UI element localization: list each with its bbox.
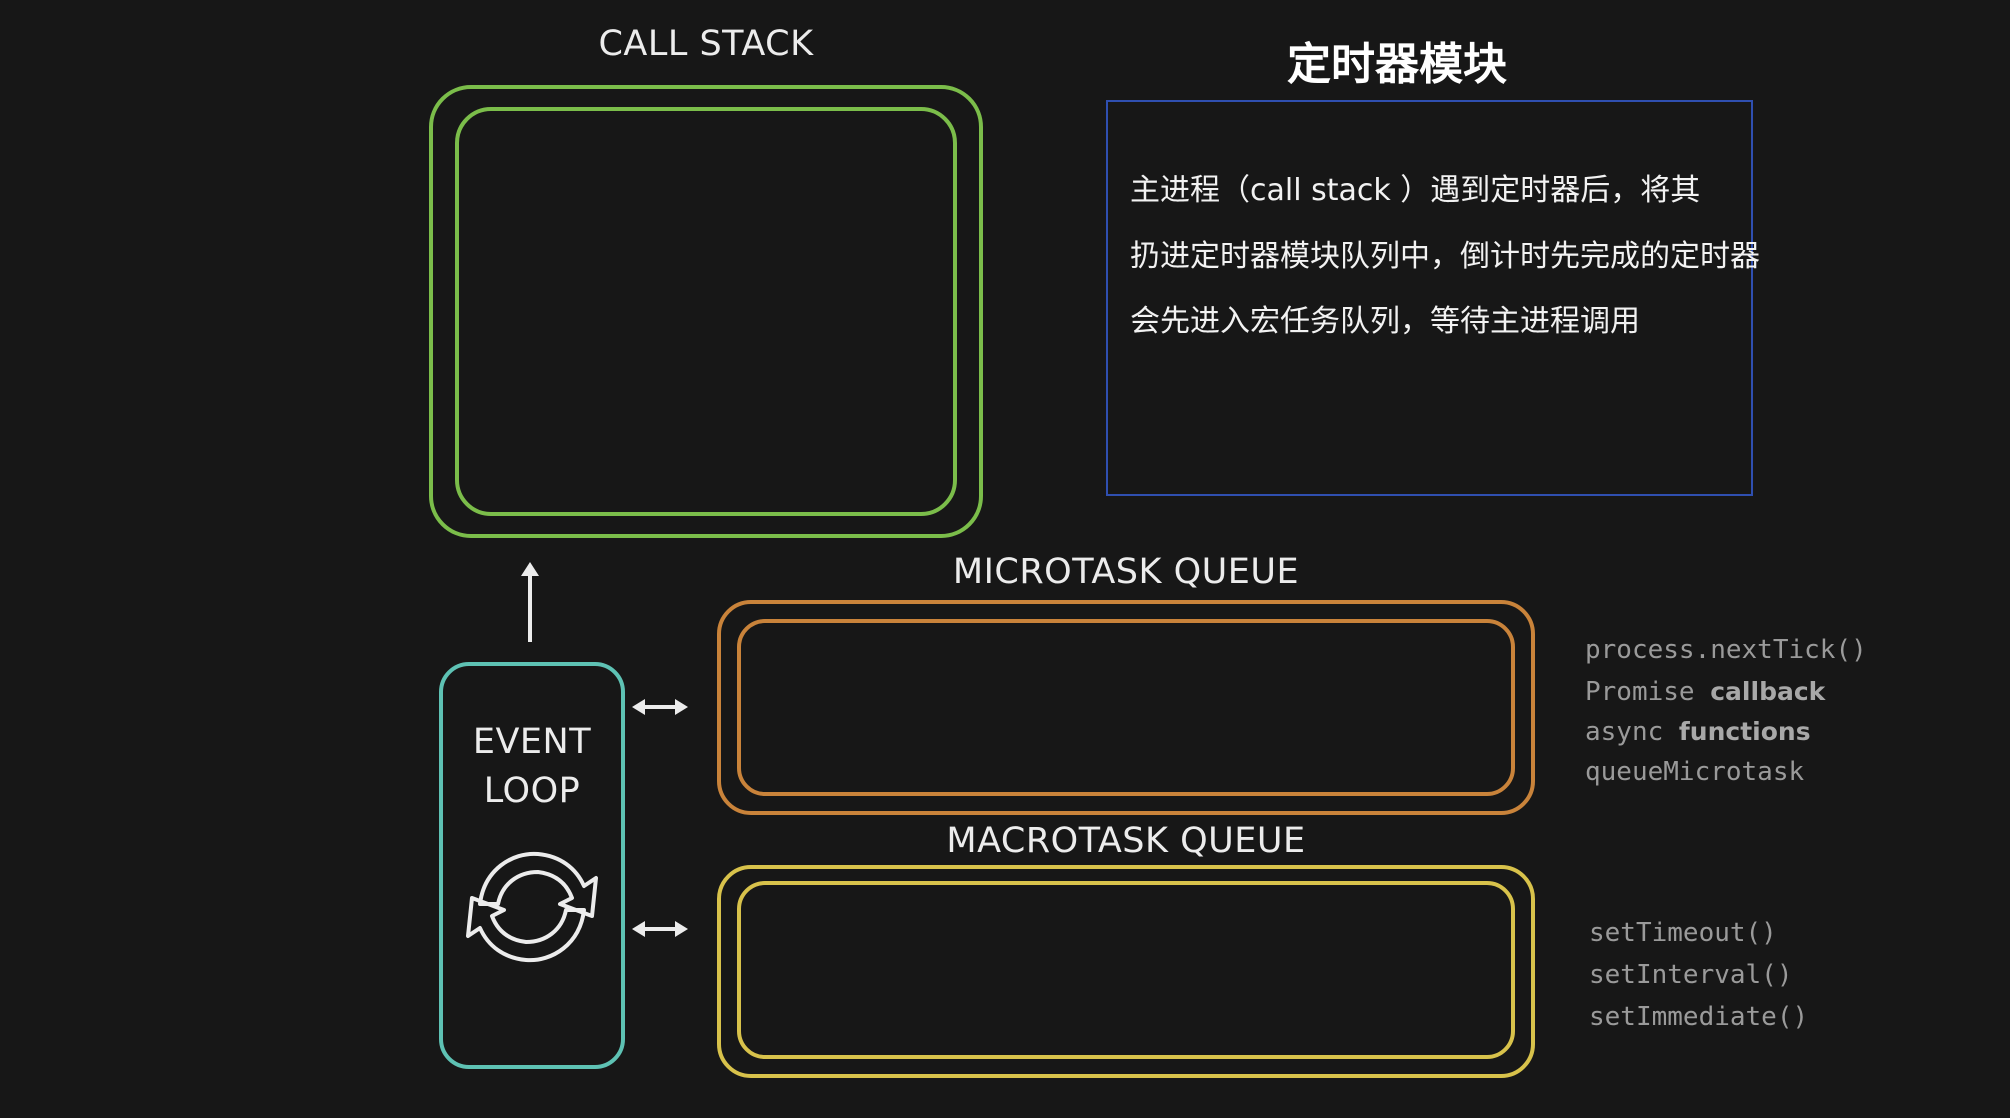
call-stack-outer-frame (429, 85, 983, 538)
microtask-queue-title: MICROTASK QUEUE (952, 552, 1300, 592)
macrotask-source-1: setTimeout() (1589, 918, 1777, 948)
timer-description-line-3: 会先进入宏任务队列，等待主进程调用 (1130, 304, 1640, 339)
event-loop-label-line-1: EVENT (472, 722, 592, 762)
microtask-source-2: Promise callback (1585, 677, 1826, 707)
macrotask-queue-area (737, 881, 1515, 1059)
macrotask-source-2: setInterval() (1589, 960, 1793, 990)
microtask-queue-area (737, 619, 1515, 796)
macrotask-source-3: setImmediate() (1589, 1002, 1809, 1032)
timer-module-box (1106, 100, 1753, 496)
microtask-double-arrow-icon (632, 699, 688, 715)
timer-description-line-1: 主进程（call stack ）遇到定时器后，将其 (1130, 173, 1701, 208)
refresh-cycle-icon (466, 851, 598, 963)
microtask-source-1: process.nextTick() (1585, 635, 1867, 665)
timer-description-line-2: 扔进定时器模块队列中，倒计时先完成的定时器 (1130, 239, 1760, 274)
microtask-source-3: async functions (1585, 717, 1811, 747)
event-loop-label-line-2: LOOP (483, 771, 581, 811)
up-arrow-icon (521, 562, 539, 642)
macrotask-queue-outer-frame (717, 865, 1535, 1078)
microtask-source-4: queueMicrotask (1585, 757, 1805, 787)
macrotask-double-arrow-icon (632, 921, 688, 937)
macrotask-queue-title: MACROTASK QUEUE (946, 821, 1306, 861)
call-stack-area (455, 107, 957, 516)
event-loop-box (439, 662, 625, 1069)
call-stack-title: CALL STACK (598, 24, 814, 64)
microtask-queue-outer-frame (717, 600, 1535, 815)
timer-module-title: 定时器模块 (1287, 39, 1507, 90)
